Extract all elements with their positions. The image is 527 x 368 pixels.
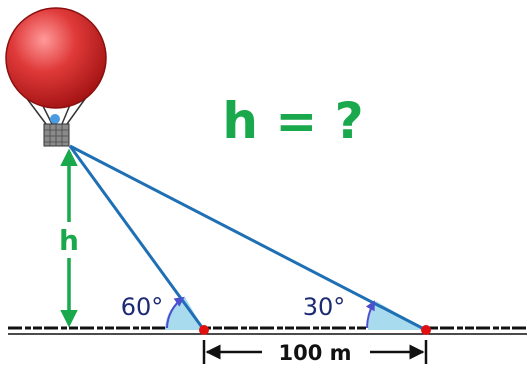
angle-arc-60 (166, 296, 185, 329)
balloon-passenger-head (50, 114, 60, 124)
height-label-background (54, 222, 84, 258)
observer-point-near (199, 325, 209, 335)
balloon-basket (43, 123, 70, 147)
angle-label-30: 30° (303, 293, 346, 321)
balloon-envelope (5, 7, 107, 109)
height-label: h (59, 224, 79, 257)
observer-point-far (421, 325, 431, 335)
distance-dimension: 100 m (202, 340, 428, 365)
sight-line-far (69, 144, 427, 332)
distance-label: 100 m (278, 341, 351, 365)
basket-weave (44, 124, 69, 146)
angle-label-60: 60° (121, 293, 164, 321)
hot-air-balloon (5, 7, 107, 147)
angle-arc-30 (365, 300, 375, 329)
ground (8, 326, 527, 335)
question-title: h = ? (222, 92, 363, 150)
